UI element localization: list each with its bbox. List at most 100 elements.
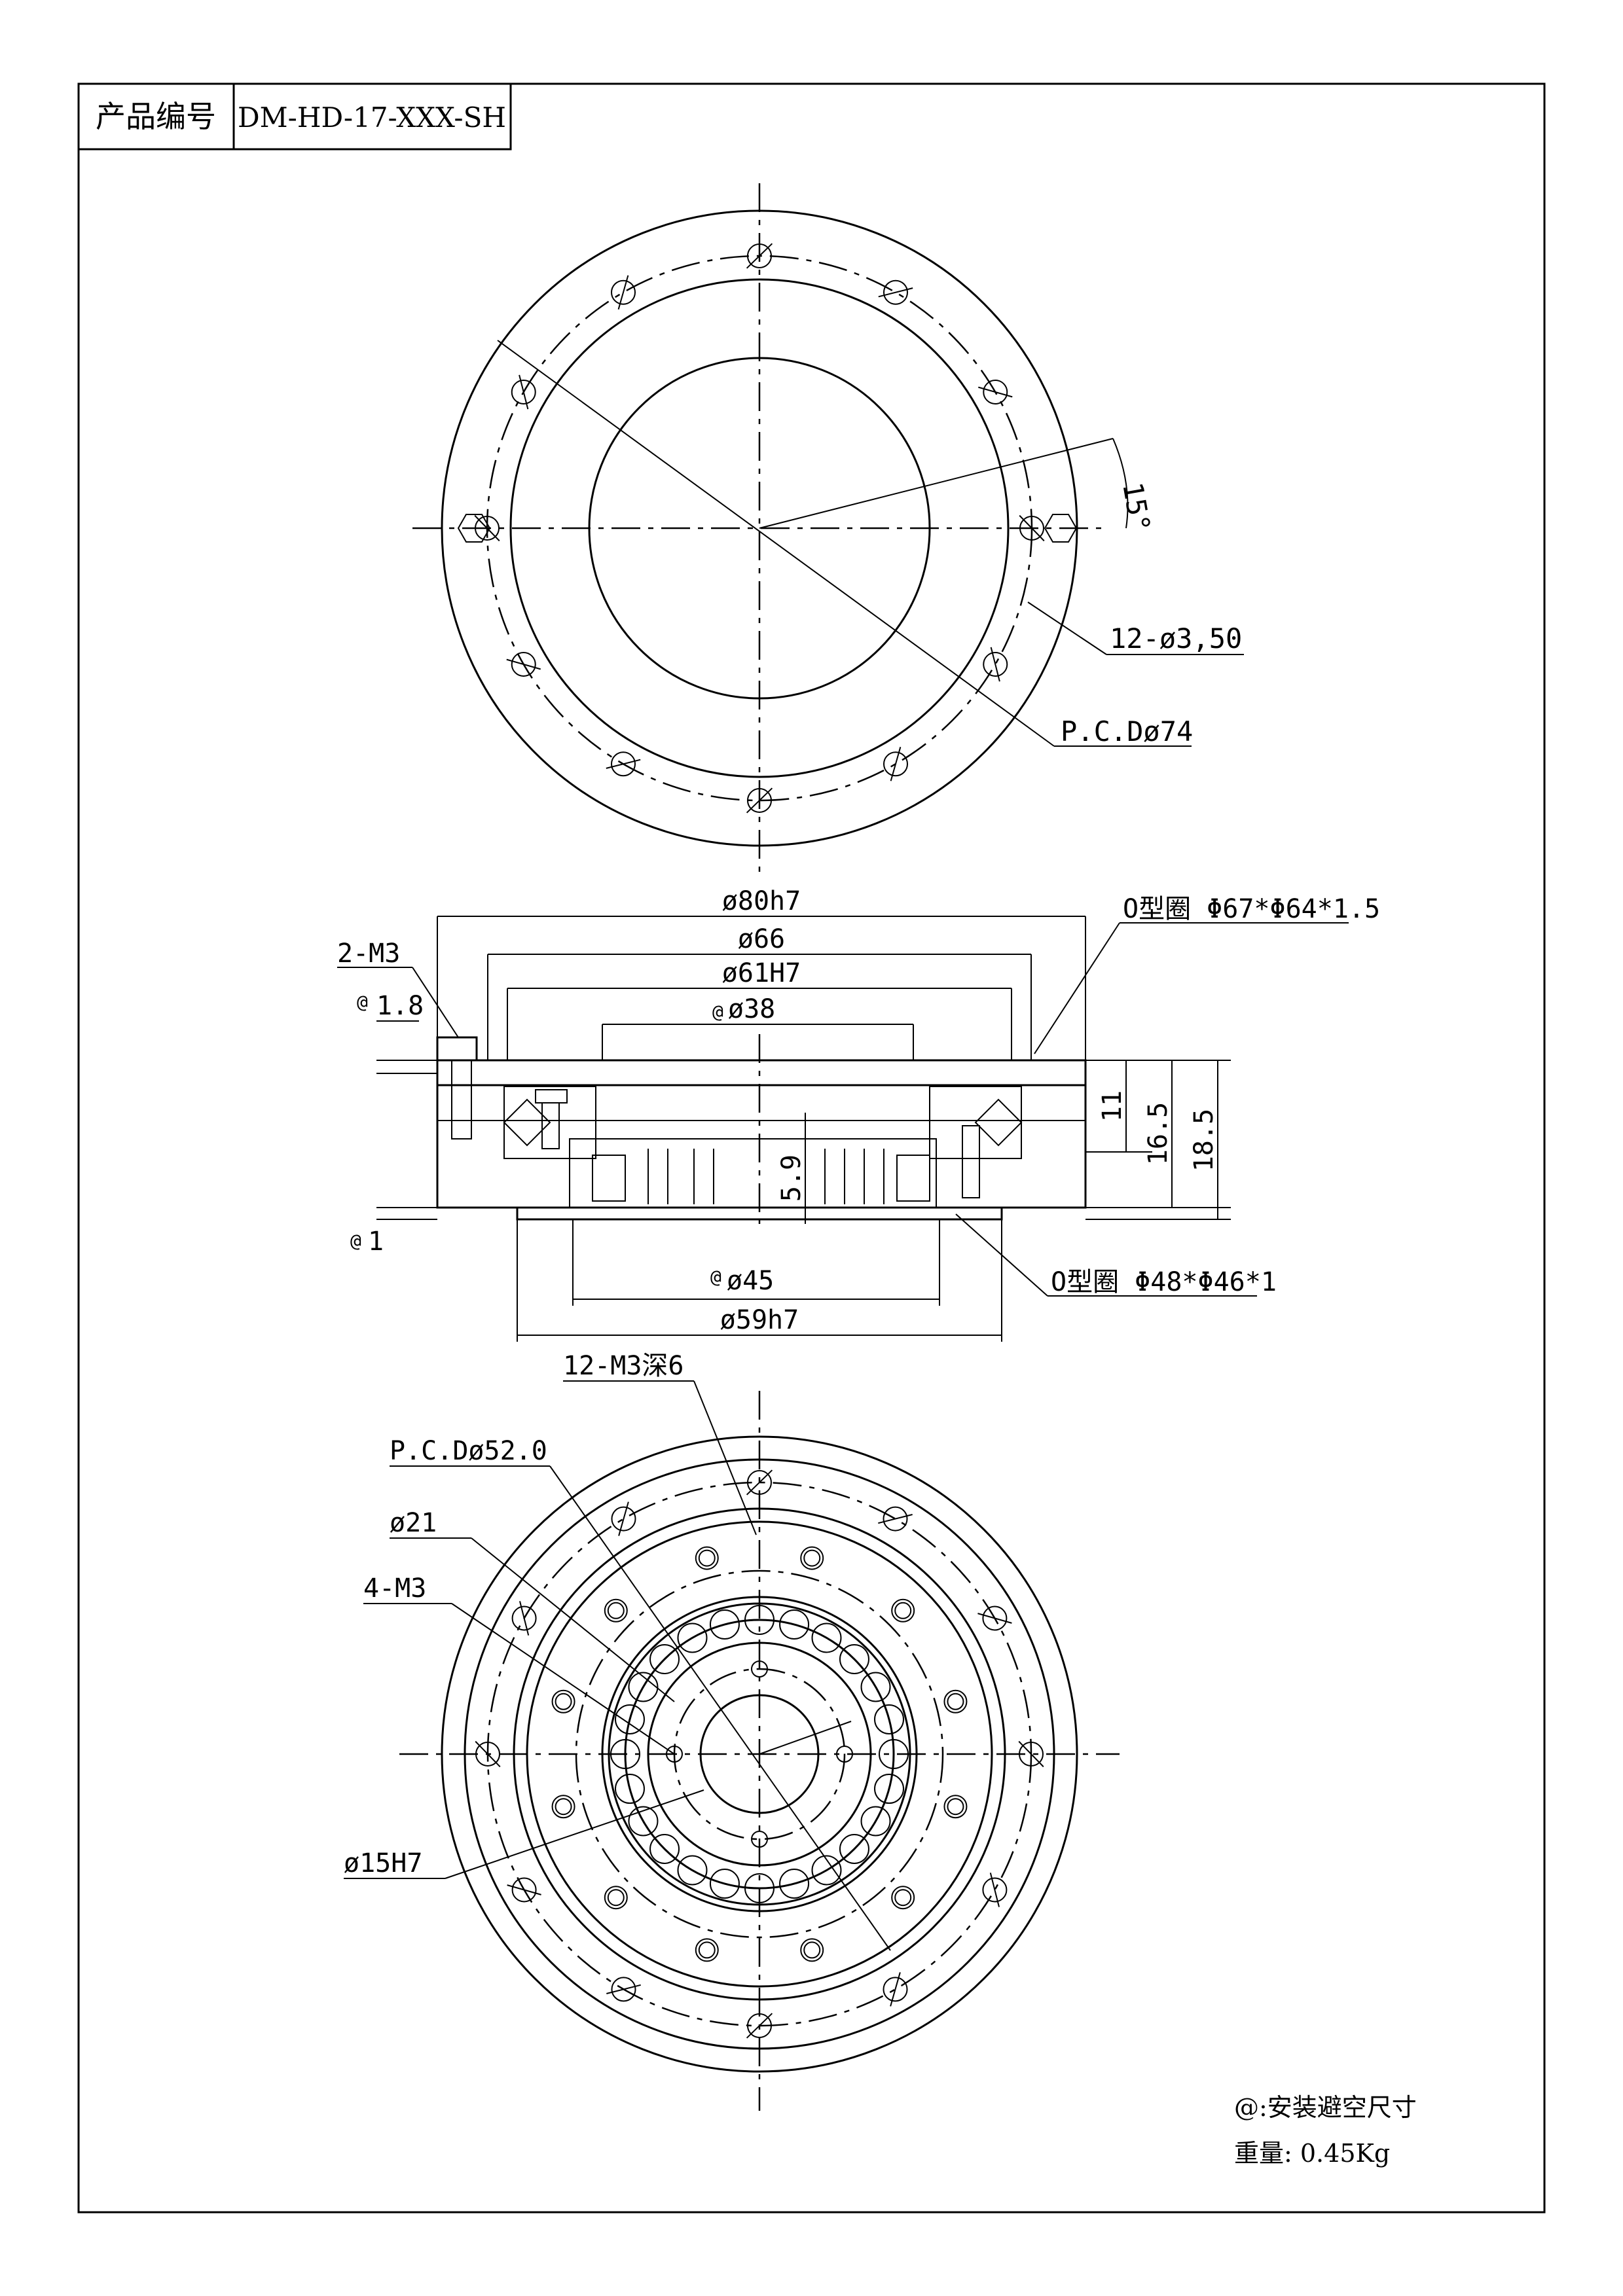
- bolt-hole: [604, 1598, 628, 1623]
- dim-38-prefix: @: [712, 1001, 723, 1022]
- bolt-hole: [779, 1869, 810, 1899]
- hole-center-mark: [746, 243, 773, 269]
- bolt-hole: [551, 1795, 575, 1819]
- hole-center-mark: [474, 514, 500, 542]
- dim-outer: ø80h7: [722, 886, 801, 916]
- hole-center-mark: [890, 1972, 901, 2007]
- hole-center-mark: [606, 1984, 641, 1994]
- bolt-hole: [747, 2013, 772, 2038]
- dim-59h7: ø59h7: [720, 1305, 799, 1335]
- bolt-hole: [751, 1831, 768, 1848]
- bolt-hole: [891, 1598, 915, 1623]
- bolt-hole: [883, 279, 908, 305]
- bolt-hole: [879, 1739, 909, 1769]
- dim-45: ø45: [727, 1266, 774, 1296]
- top-bolt-holes: [474, 243, 1045, 814]
- depth-18: 1.8: [376, 991, 424, 1021]
- bolt-hole: [666, 1746, 683, 1763]
- bottom-view: 12-M3深6 P.C.Dø52.0 ø21 4-M3 ø15H7: [344, 1351, 1120, 2111]
- bolt-hole: [610, 1739, 640, 1769]
- hole-center-mark: [617, 275, 629, 310]
- bolt-hole: [611, 1977, 636, 2002]
- bolt-hole: [891, 1886, 915, 1910]
- bolt-hole: [836, 1746, 853, 1763]
- dim-185: 18.5: [1189, 1109, 1219, 1172]
- hole-center-mark: [989, 1873, 1000, 1907]
- bolt-hole: [611, 1506, 636, 1532]
- bolt-hole: [614, 1704, 645, 1734]
- bolt-hole: [983, 380, 1008, 404]
- pcd-bottom-callout: P.C.Dø52.0: [390, 1436, 547, 1466]
- depth-18-prefix: @: [357, 991, 368, 1013]
- hole-center-mark: [977, 1613, 1012, 1624]
- bolt-hole: [874, 1704, 905, 1734]
- top-view: 15° 12-ø3,50 P.C.Dø74: [412, 183, 1244, 874]
- hole-center-mark: [746, 1469, 773, 1496]
- hole-center-mark: [475, 1740, 501, 1768]
- dim-11: 11: [1097, 1090, 1127, 1122]
- dim-61: ø61H7: [722, 958, 801, 988]
- bolt-hole: [628, 1672, 659, 1702]
- bolt-hole: [709, 1609, 740, 1640]
- tap-callout: 2-M3: [337, 939, 400, 969]
- hole-center-mark: [519, 374, 529, 410]
- bolt-hole: [511, 1605, 537, 1631]
- bolt-hole: [947, 1693, 964, 1710]
- hole-center-mark: [606, 759, 641, 769]
- bolt-hole: [860, 1806, 891, 1837]
- note-weight: 重量: 0.45Kg: [1234, 2139, 1390, 2168]
- hole-center-mark: [978, 386, 1013, 398]
- bolt-hole: [511, 652, 536, 677]
- oring-bottom: O型圈 Φ48*Φ46*1: [1051, 1267, 1277, 1297]
- bolt-hole: [649, 1833, 680, 1864]
- oring-top: O型圈 Φ67*Φ64*1.5: [1123, 894, 1380, 924]
- hole-center-mark: [746, 787, 773, 814]
- bolt-hole: [803, 1941, 821, 1959]
- bolt-hole: [475, 1742, 500, 1767]
- bolt-hole: [747, 243, 772, 268]
- bolt-hole: [860, 1672, 891, 1702]
- hole-center-mark: [1019, 514, 1045, 542]
- hole-center-mark: [507, 1884, 541, 1895]
- bolt-hole: [677, 1855, 708, 1886]
- bolt-hole: [943, 1795, 968, 1819]
- bolt-hole: [551, 1689, 575, 1713]
- bolt-hole: [611, 279, 636, 305]
- hole-center-mark: [990, 647, 1000, 682]
- bolt-hole: [1019, 516, 1044, 541]
- bolt-hole: [698, 1941, 716, 1959]
- bolt-hole: [947, 1798, 964, 1816]
- bolt-hole: [839, 1833, 869, 1864]
- angle-label: 15°: [1116, 480, 1156, 534]
- bolt-hole: [607, 1602, 625, 1619]
- bolt-hole: [982, 1877, 1008, 1903]
- hole-center-mark: [506, 658, 541, 670]
- bolt-hole: [983, 652, 1008, 677]
- dim-66: ø66: [738, 924, 785, 954]
- bolt-hole: [1019, 1742, 1044, 1767]
- note-clearance: @:安装避空尺寸: [1234, 2093, 1417, 2122]
- bolt-hole: [982, 1605, 1008, 1631]
- bolt-hole: [803, 1549, 821, 1567]
- bolt-hole: [894, 1889, 912, 1907]
- product-code: DM-HD-17-XXX-SH: [238, 101, 506, 134]
- dim-45-prefix: @: [710, 1266, 721, 1287]
- bolt-hole: [874, 1774, 905, 1804]
- bolt-hole: [475, 516, 500, 541]
- bolt-hole: [943, 1689, 968, 1713]
- bolt-hole: [614, 1774, 645, 1804]
- bolt-hole: [744, 1873, 775, 1903]
- holes-callout: 12-ø3,50: [1110, 622, 1242, 655]
- dim-165: 16.5: [1143, 1102, 1173, 1165]
- section-view: ø80h7 ø66 ø61H7 @ ø38 2-M3 @ 1.8 @ 1 11 …: [337, 886, 1380, 1342]
- bolt-hole: [555, 1693, 572, 1710]
- bolt-hole: [695, 1546, 719, 1570]
- bolt-hole: [604, 1886, 628, 1910]
- bolt-hole: [511, 1877, 537, 1903]
- bolt-hole: [677, 1623, 708, 1653]
- hole-center-mark: [878, 287, 913, 298]
- bolt-hole: [751, 1660, 768, 1677]
- hole-center-mark: [1018, 1740, 1044, 1768]
- tap-4-callout: 4-M3: [363, 1573, 426, 1604]
